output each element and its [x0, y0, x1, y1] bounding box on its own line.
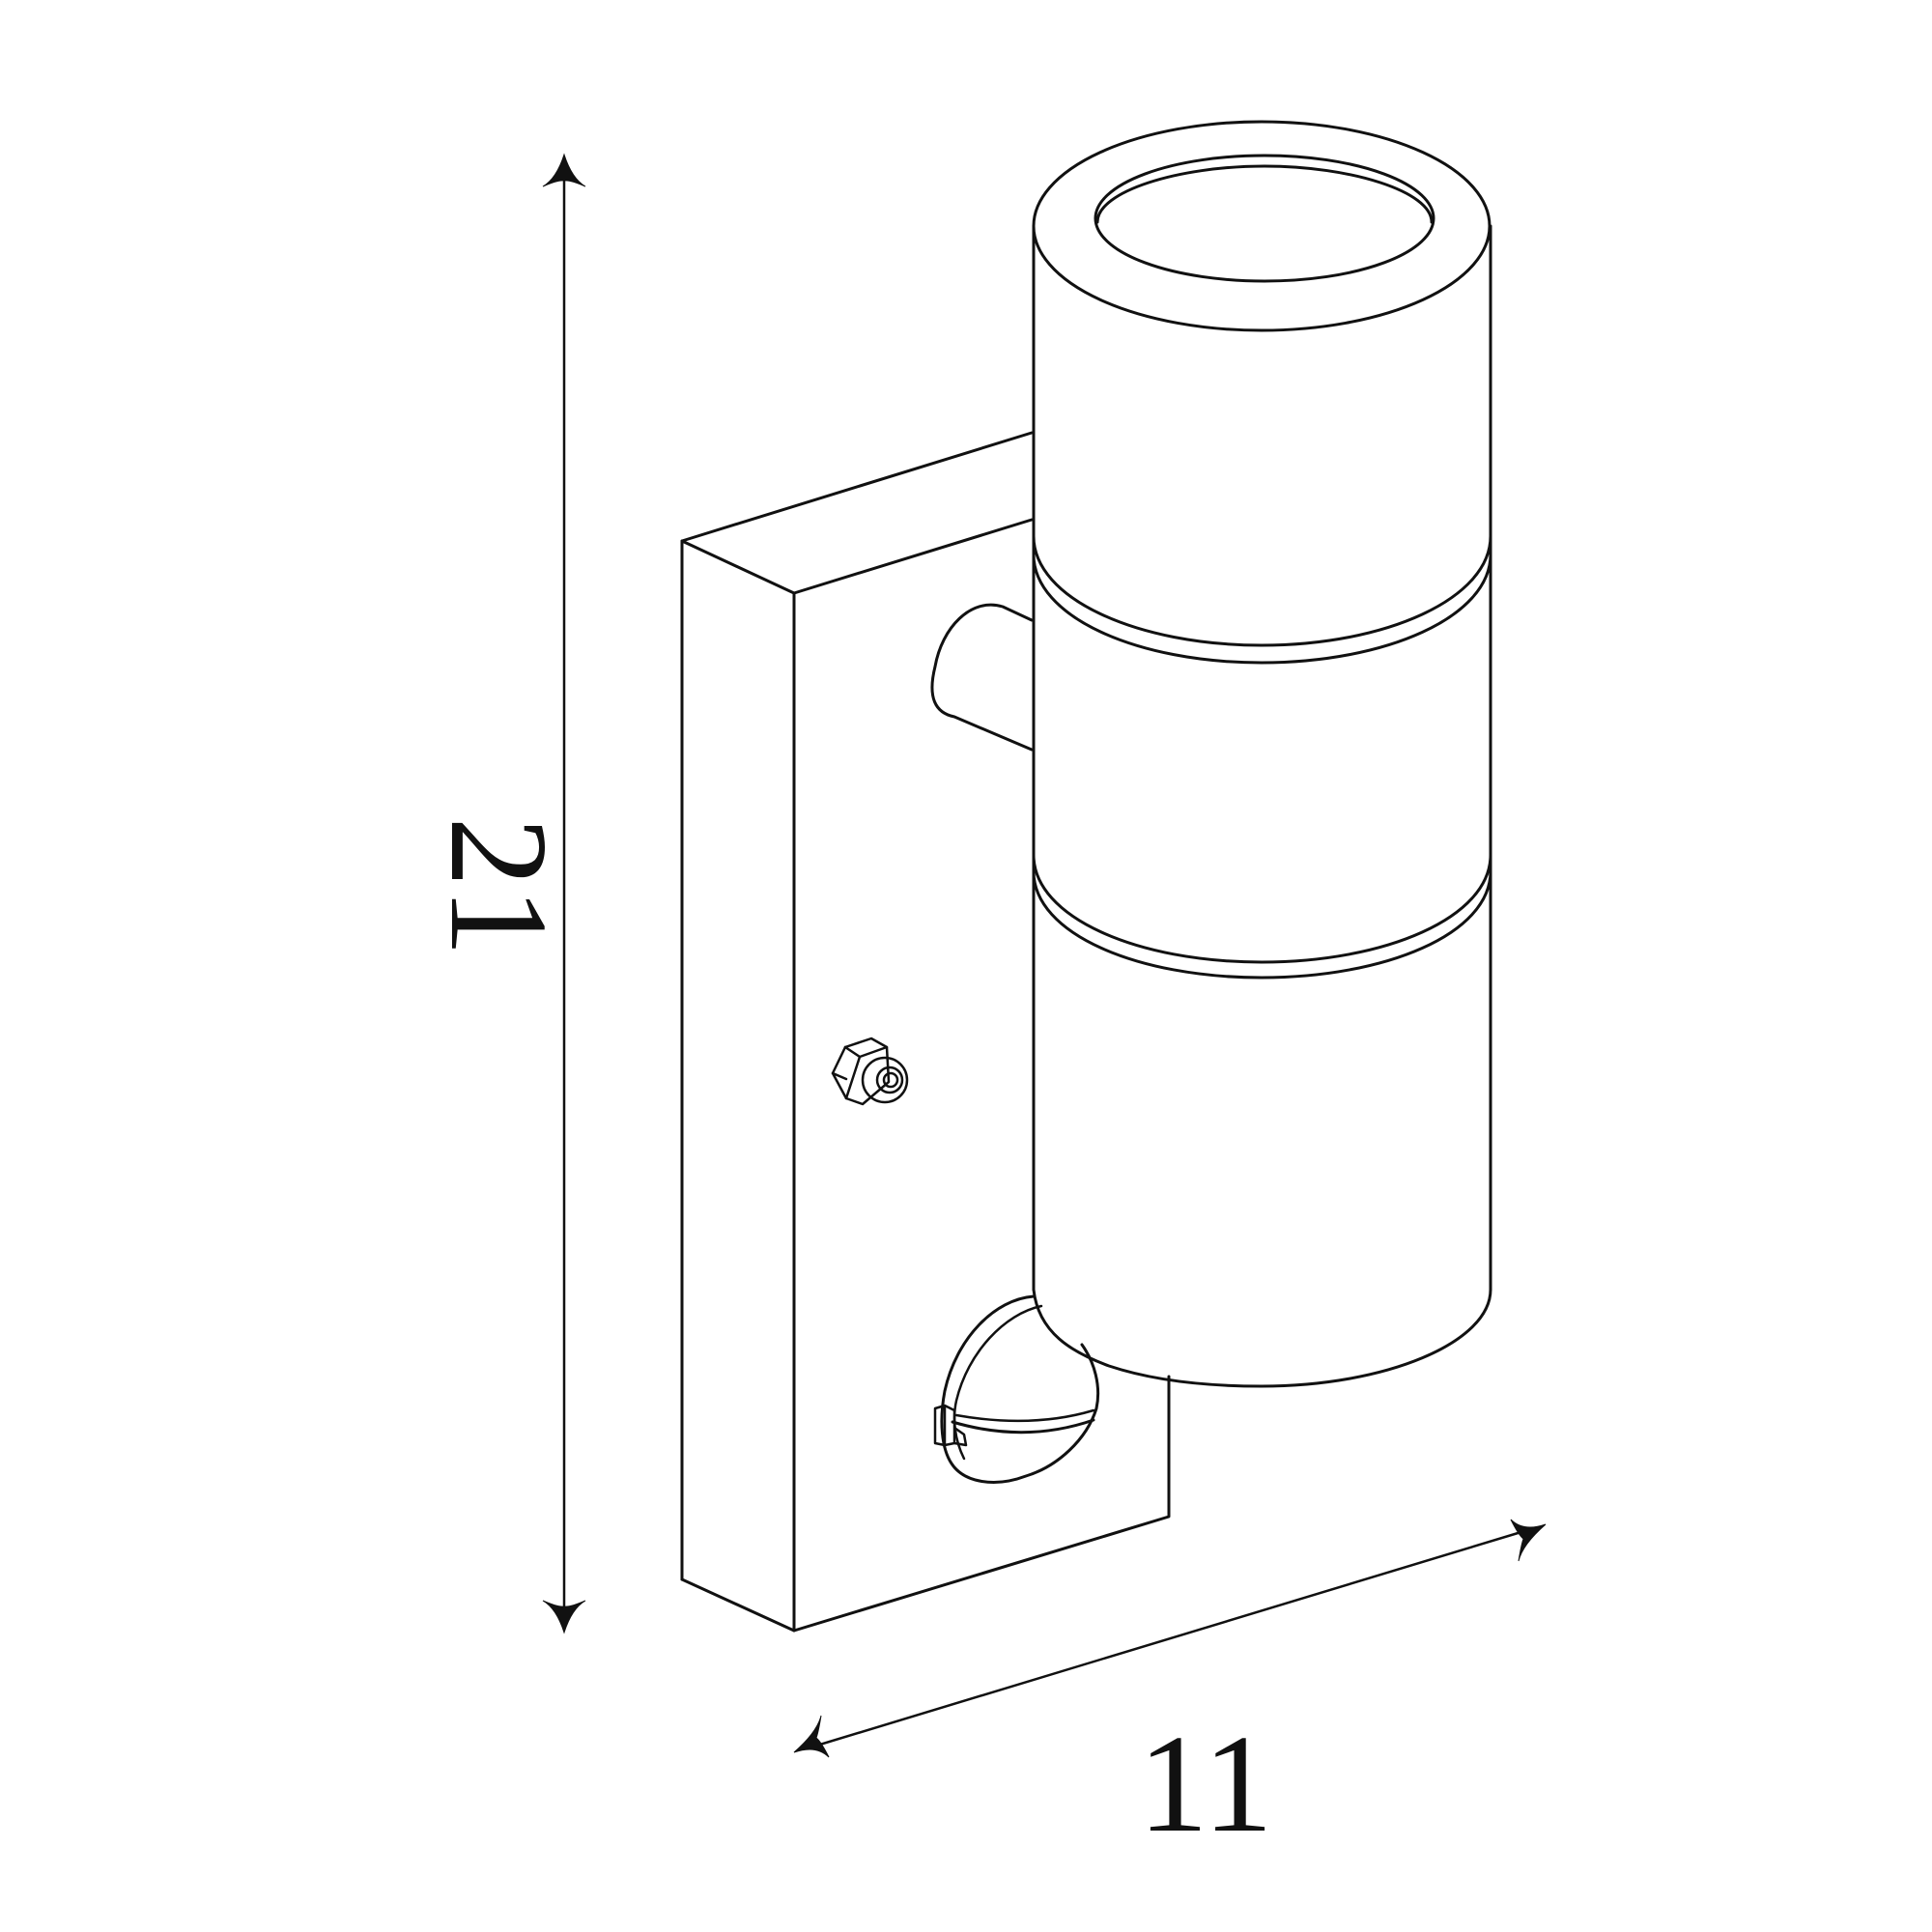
backplate	[680, 431, 1171, 1633]
pir-sensor	[933, 1294, 1100, 1484]
lamp-lower-band-top	[1032, 853, 1492, 964]
height-arrow-top	[542, 153, 586, 187]
width-arrow-right	[1510, 1519, 1547, 1562]
lamp-top-opening-outer	[1094, 154, 1435, 283]
screw-head	[875, 1065, 904, 1094]
backplate-top-face	[680, 431, 1034, 595]
width-dimension-line	[811, 1529, 1526, 1748]
lamp-upper-band-bottom	[1032, 553, 1492, 665]
screw-center	[882, 1071, 899, 1089]
pir-sensor-band-lower	[954, 1408, 1095, 1423]
backplate-bottom-edge	[680, 1375, 1171, 1633]
lamp-upper-band-top	[1032, 534, 1492, 647]
screw-washer	[861, 1056, 909, 1104]
height-label: 21	[421, 817, 576, 957]
height-dimension: 21	[421, 153, 586, 1634]
lamp-body	[1032, 120, 1492, 1388]
pir-sensor-dome	[940, 1294, 1100, 1484]
height-arrow-bottom	[542, 1600, 586, 1634]
upper-mounting-arm	[930, 603, 1034, 752]
lamp-top-rim	[1032, 120, 1492, 332]
pir-sensor-clip	[933, 1404, 968, 1447]
pir-sensor-band	[951, 1418, 1095, 1435]
pir-sensor-inner	[952, 1304, 1043, 1461]
width-arrow-left	[793, 1715, 830, 1758]
hex-nut-facets	[831, 1045, 889, 1100]
lamp-top-opening-inner	[1095, 164, 1434, 224]
width-label: 11	[1138, 1707, 1273, 1861]
fixing-screw	[831, 1037, 909, 1106]
lamp-lower-band-bottom	[1032, 869, 1492, 980]
width-dimension: 11	[793, 1519, 1547, 1861]
lamp-bottom-curve	[1032, 1288, 1492, 1388]
hex-nut-icon	[831, 1037, 891, 1106]
